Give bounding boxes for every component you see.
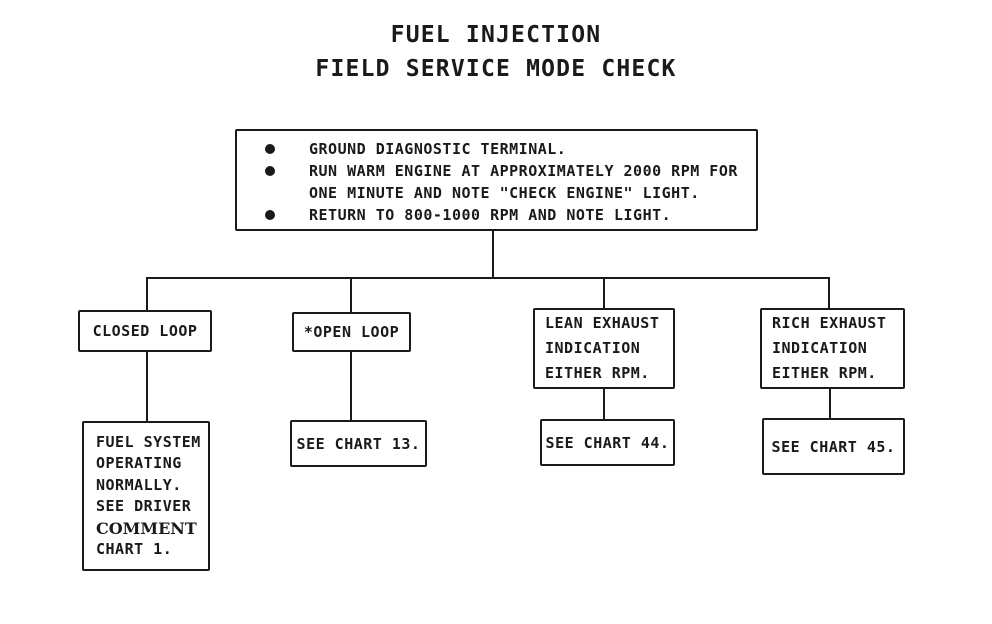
instruction-text: RETURN TO 800-1000 RPM AND NOTE LIGHT.: [309, 206, 672, 224]
connector-lean-to-result: [603, 389, 605, 419]
instruction-item: RUN WARM ENGINE AT APPROXIMATELY 2000 RP…: [237, 160, 756, 182]
condition-box-lean-exhaust: LEAN EXHAUST INDICATION EITHER RPM.: [533, 308, 675, 389]
condition-box-open-loop: *OPEN LOOP: [292, 312, 411, 352]
connector-drop-closed-loop: [146, 277, 148, 310]
instruction-item-continuation: ONE MINUTE AND NOTE "CHECK ENGINE" LIGHT…: [237, 182, 756, 204]
result-line: NORMALLY.: [96, 475, 182, 494]
result-line: FUEL SYSTEM: [96, 432, 201, 451]
condition-label: CLOSED LOOP: [92, 322, 198, 340]
result-box-see-chart-44: SEE CHART 44.: [540, 419, 675, 466]
condition-line: LEAN EXHAUST: [545, 314, 660, 332]
page-title-line-2: FIELD SERVICE MODE CHECK: [315, 56, 677, 82]
bullet-icon: [265, 166, 275, 176]
result-box-fuel-system-normal: FUEL SYSTEM OPERATING NORMALLY. SEE DRIV…: [82, 421, 210, 571]
instruction-item: RETURN TO 800-1000 RPM AND NOTE LIGHT.: [237, 204, 756, 226]
instruction-text: RUN WARM ENGINE AT APPROXIMATELY 2000 RP…: [309, 162, 738, 180]
result-label: SEE CHART 45.: [771, 437, 896, 456]
condition-box-rich-exhaust: RICH EXHAUST INDICATION EITHER RPM.: [760, 308, 905, 389]
result-label: SEE CHART 44.: [545, 433, 670, 452]
connector-drop-open-loop: [350, 277, 352, 312]
connector-horizontal-main: [146, 277, 830, 279]
result-line: CHART 1.: [96, 540, 173, 558]
bullet-cell: [265, 166, 309, 176]
condition-label: *OPEN LOOP: [303, 323, 400, 341]
connector-closed-loop-to-result: [146, 350, 148, 421]
result-box-see-chart-13: SEE CHART 13.: [290, 420, 427, 467]
result-box-see-chart-45: SEE CHART 45.: [762, 418, 905, 475]
condition-line: RICH EXHAUST: [772, 314, 887, 332]
bullet-icon: [265, 210, 275, 220]
bullet-icon: [265, 144, 275, 154]
condition-line: INDICATION: [545, 339, 641, 357]
result-line: SEE DRIVER: [96, 497, 192, 515]
result-line: COMMENT: [96, 518, 197, 538]
result-line: OPERATING: [96, 454, 182, 472]
connector-drop-rich: [828, 277, 830, 308]
condition-box-closed-loop: CLOSED LOOP: [78, 310, 212, 352]
connector-top-vertical: [492, 231, 494, 279]
bullet-cell: [265, 144, 309, 154]
condition-line: EITHER RPM.: [772, 364, 877, 382]
instruction-item: GROUND DIAGNOSTIC TERMINAL.: [237, 138, 756, 160]
result-label: SEE CHART 13.: [296, 434, 421, 453]
condition-line: EITHER RPM.: [545, 364, 650, 382]
condition-line: INDICATION: [772, 339, 868, 357]
instruction-text: ONE MINUTE AND NOTE "CHECK ENGINE" LIGHT…: [309, 184, 700, 202]
connector-open-loop-to-result: [350, 352, 352, 420]
page-title-line-1: FUEL INJECTION: [390, 22, 602, 48]
bullet-cell: [265, 210, 309, 220]
instruction-text: GROUND DIAGNOSTIC TERMINAL.: [309, 140, 567, 158]
connector-drop-lean: [603, 277, 605, 308]
connector-rich-to-result: [829, 389, 831, 418]
instructions-box: GROUND DIAGNOSTIC TERMINAL. RUN WARM ENG…: [235, 129, 758, 231]
